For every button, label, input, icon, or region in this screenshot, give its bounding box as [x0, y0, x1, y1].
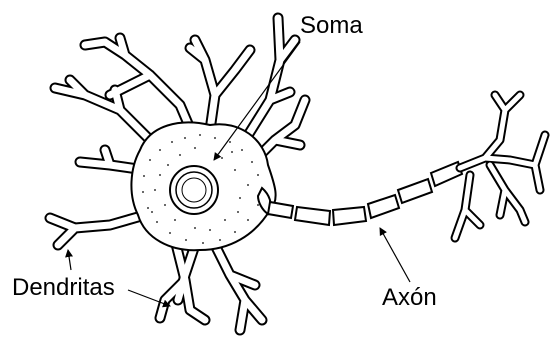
myelin-sheath — [268, 162, 462, 225]
dendrites-arrow-left — [68, 250, 71, 270]
soma-label: Soma — [300, 14, 363, 38]
axon-label: Axón — [382, 286, 437, 310]
dendrites-label: Dendritas — [12, 276, 115, 300]
soma-body — [131, 122, 275, 250]
axon-arrow — [380, 228, 410, 282]
axon-terminals — [455, 95, 545, 238]
